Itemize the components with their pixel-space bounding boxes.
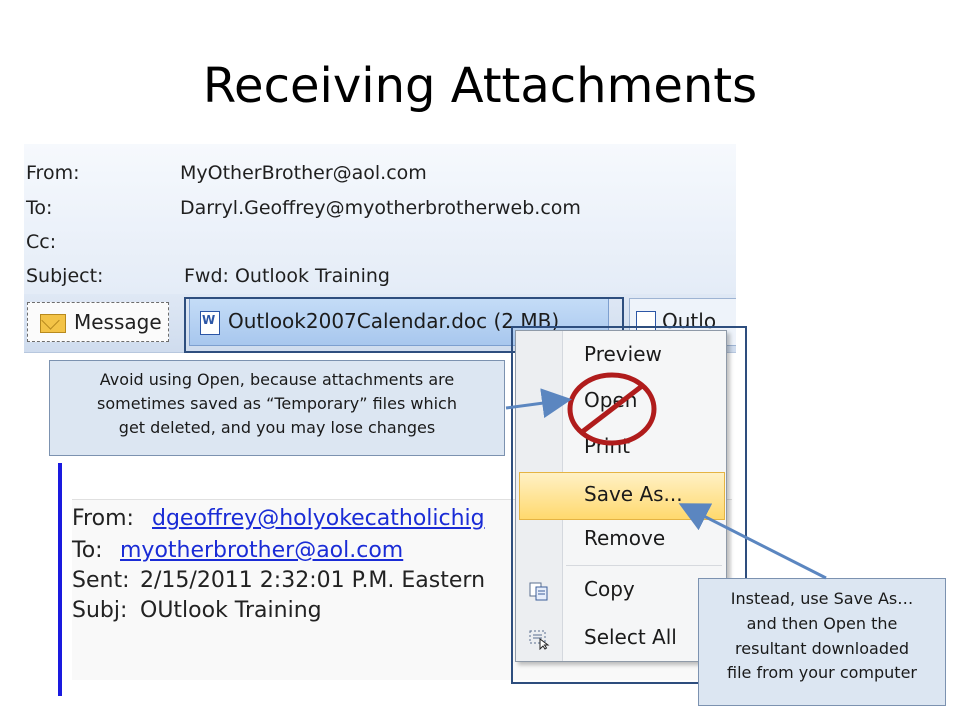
prohibited-icon bbox=[567, 372, 657, 446]
context-item-label: Save As... bbox=[584, 482, 683, 506]
attachment-file-tab[interactable]: Outlook2007Calendar.doc (2 MB) bbox=[189, 298, 609, 346]
save-tip-line: file from your computer bbox=[727, 663, 917, 683]
save-tip-line: resultant downloaded bbox=[735, 638, 909, 658]
subject-row: Subject: Fwd: Outlook Training bbox=[24, 265, 736, 295]
envelope-icon bbox=[40, 314, 66, 333]
quoted-sent-value: 2/15/2011 2:32:01 P.M. Eastern bbox=[140, 568, 486, 593]
context-item-label: Remove bbox=[584, 526, 666, 550]
save-tip-line: Instead, use Save As… bbox=[730, 589, 914, 608]
to-row: To: Darryl.Geoffrey@myotherbrotherweb.co… bbox=[24, 197, 736, 227]
subject-label: Subject: bbox=[26, 265, 104, 287]
from-label: From: bbox=[26, 162, 80, 184]
attachment-bar: Message Outlook2007Calendar.doc (2 MB) O… bbox=[24, 294, 736, 353]
open-warning-line: sometimes saved as “Temporary” files whi… bbox=[97, 394, 457, 413]
context-item-remove[interactable]: Remove bbox=[516, 517, 726, 563]
open-warning-line: get deleted, and you may lose changes bbox=[118, 418, 436, 437]
message-tab-label: Message bbox=[74, 310, 162, 334]
open-warning-callout: Avoid using Open, because attachments ar… bbox=[49, 360, 505, 456]
context-item-label: Select All bbox=[584, 625, 677, 649]
message-header: From: MyOtherBrother@aol.com To: Darryl.… bbox=[24, 144, 736, 294]
cc-label: Cc: bbox=[26, 231, 57, 253]
quoted-to-label: To: bbox=[72, 538, 103, 563]
context-item-label: Copy bbox=[584, 577, 635, 601]
context-item-select-all[interactable]: Select All bbox=[516, 616, 726, 662]
slide-title: Receiving Attachments bbox=[202, 58, 758, 114]
message-tab[interactable]: Message bbox=[27, 302, 169, 342]
open-warning-line: Avoid using Open, because attachments ar… bbox=[99, 370, 455, 389]
quoted-sent-label: Sent: bbox=[72, 568, 130, 593]
subject-value: Fwd: Outlook Training bbox=[184, 265, 390, 287]
attachment-context-menu: Preview Open Print Save As... Remove Cop… bbox=[515, 330, 727, 662]
to-label: To: bbox=[26, 197, 53, 219]
context-item-preview[interactable]: Preview bbox=[516, 333, 726, 379]
from-row: From: MyOtherBrother@aol.com bbox=[24, 162, 736, 192]
quoted-to-link[interactable]: myotherbrother@aol.com bbox=[120, 538, 404, 563]
save-tip-line: and then Open the bbox=[746, 613, 898, 633]
copy-icon bbox=[529, 582, 548, 601]
context-item-copy[interactable]: Copy bbox=[516, 568, 726, 614]
quoted-from-link[interactable]: dgeoffrey@holyokecatholichig bbox=[152, 506, 485, 531]
attachment-file-label: Outlook2007Calendar.doc (2 MB) bbox=[228, 309, 560, 333]
attachment-next-label: Outlo bbox=[662, 309, 717, 333]
word-document-icon bbox=[200, 311, 220, 335]
attachment-highlight-frame bbox=[184, 297, 624, 353]
to-value[interactable]: Darryl.Geoffrey@myotherbrotherweb.com bbox=[180, 197, 581, 219]
cc-row: Cc: bbox=[24, 231, 736, 261]
quote-bar bbox=[58, 463, 62, 696]
save-as-tip-callout: Instead, use Save As… and then Open the … bbox=[698, 578, 946, 706]
context-menu-separator bbox=[566, 565, 722, 566]
context-item-label: Preview bbox=[584, 342, 662, 366]
from-value[interactable]: MyOtherBrother@aol.com bbox=[180, 162, 427, 184]
quoted-subj-label: Subj: bbox=[72, 598, 128, 623]
quoted-from-label: From: bbox=[72, 506, 134, 531]
context-item-save-as[interactable]: Save As... bbox=[519, 472, 725, 520]
quoted-subj-value: OUtlook Training bbox=[140, 598, 322, 623]
select-all-icon bbox=[529, 630, 550, 650]
